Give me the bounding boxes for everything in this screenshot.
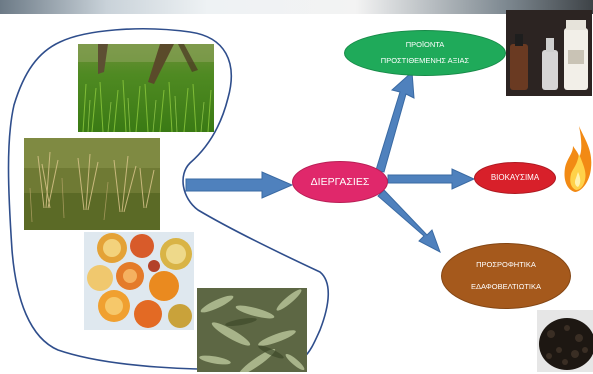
top-image-strip	[0, 0, 593, 14]
output-node-value-added-products: ΠΡΟΪΟΝΤΑ ΠΡΟΣΤΙΘΕΜΕΝΗΣ ΑΞΙΑΣ	[344, 30, 506, 76]
bottom-node-label-line-1: ΠΡΟΣΡΟΦΗΤΙΚΑ	[476, 259, 536, 269]
arrow-to-bottom-node	[377, 189, 441, 254]
grass-field-photo	[78, 44, 214, 132]
flame-icon	[563, 124, 593, 194]
output-node-adsorbents-soil-conditioners: ΠΡΟΣΡΟΦΗΤΙΚΑ ΕΔΑΦΟΒΕΛΤΙΩΤΙΚΑ	[441, 243, 571, 309]
output-node-biofuels: ΒΙΟΚΑΥΣΙΜΑ	[474, 162, 556, 194]
top-node-label-line-2: ΠΡΟΣΤΙΘΕΜΕΝΗΣ ΑΞΙΑΣ	[380, 55, 470, 65]
middle-node-label: ΒΙΟΚΑΥΣΙΜΑ	[490, 172, 540, 182]
top-node-label-line-1: ΠΡΟΪΟΝΤΑ	[405, 40, 445, 50]
bottom-node-label-line-2: ΕΔΑΦΟΒΕΛΤΙΩΤΙΚΑ	[470, 282, 542, 291]
dry-grass-photo	[24, 138, 160, 230]
essential-oil-bottles-photo	[506, 10, 592, 96]
input-arrow	[185, 171, 294, 199]
arrow-to-middle-node	[387, 168, 476, 190]
center-node-label: ΔΙΕΡΓΑΣΙΕΣ	[310, 175, 370, 188]
citrus-fruit-peels-photo	[84, 232, 194, 330]
olive-leaves-photo	[197, 288, 307, 372]
center-node-processes: ΔΙΕΡΓΑΣΙΕΣ	[292, 161, 388, 203]
arrow-to-top-node	[375, 70, 415, 173]
biochar-photo	[537, 310, 593, 372]
